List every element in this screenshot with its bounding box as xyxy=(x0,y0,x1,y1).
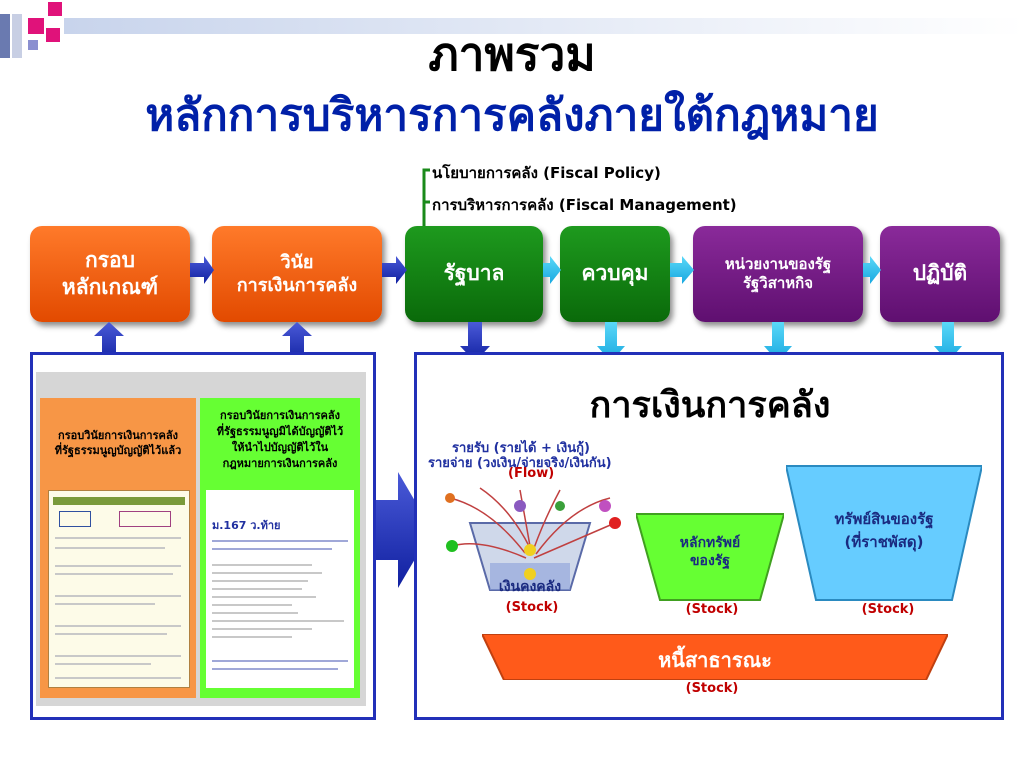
arrow-right-1 xyxy=(190,256,214,284)
fiscal-policy-note: นโยบายการคลัง (Fiscal Policy) xyxy=(432,164,661,182)
expense-label: รายจ่าย (วงเงิน/จ่ายจริง/เงินกัน) xyxy=(428,456,612,471)
page-subtitle: หลักการบริหารการคลังภายใต้กฎหมาย xyxy=(145,90,879,141)
arrow-right-5 xyxy=(863,256,881,284)
law-line3: ให้นำไปบัญญัติไว้ใน xyxy=(231,440,329,454)
government-box: รัฐบาล xyxy=(405,226,543,322)
framework-line2: หลักเกณฑ์ xyxy=(61,275,159,299)
stock-label-cash: (Stock) xyxy=(505,600,559,615)
income-label: รายรับ (รายได้ + เงินกู้) xyxy=(452,441,590,456)
fiscal-heading: การเงินการคลัง xyxy=(589,385,831,426)
arrow-right-4 xyxy=(670,256,694,284)
framework-line1: กรอบ xyxy=(85,247,135,272)
public-debt-label: หนี้สาธารณะ xyxy=(658,648,772,672)
securities-line2: ของรัฐ xyxy=(689,553,731,570)
discipline-line2: การเงินการคลัง xyxy=(236,275,358,296)
flow-label: (Flow) xyxy=(508,466,555,481)
law-line1: กรอบวินัยการเงินการคลัง xyxy=(220,409,340,422)
constitution-box: กรอบวินัยการเงินการคลัง ที่รัฐธรรมนูญบัญ… xyxy=(40,398,196,698)
arrow-up-2 xyxy=(282,322,312,364)
page-title: ภาพรวม xyxy=(428,27,596,81)
control-box: ควบคุม xyxy=(560,226,670,322)
arrow-panel-link xyxy=(368,472,432,588)
property-line2: (ที่ราชพัสดุ) xyxy=(844,532,924,551)
agencies-line1: หน่วยงานของรัฐ xyxy=(724,254,832,273)
stock-label-property: (Stock) xyxy=(861,602,915,617)
section-167-heading: ม.167 ว.ท้าย xyxy=(212,519,281,532)
policy-bracket xyxy=(422,168,430,228)
implement-box: ปฏิบัติ xyxy=(880,226,1000,322)
law-box: กรอบวินัยการเงินการคลัง ที่รัฐธรรมนูญมิไ… xyxy=(200,398,360,698)
cash-balance-label: เงินคงคลัง xyxy=(498,579,562,595)
framework-box: กรอบ หลักเกณฑ์ xyxy=(30,226,190,322)
treasury-flow-diagram xyxy=(445,487,621,591)
control-label: ควบคุม xyxy=(581,261,649,286)
discipline-line1: วินัย xyxy=(280,251,314,273)
fiscal-management-note: การบริหารการคลัง (Fiscal Management) xyxy=(432,196,737,214)
constitution-line2: ที่รัฐธรรมนูญบัญญัติไว้แล้ว xyxy=(54,444,182,458)
securities-shape xyxy=(636,513,784,601)
government-label: รัฐบาล xyxy=(443,261,505,286)
arrow-up-1 xyxy=(94,322,124,364)
discipline-box: วินัย การเงินการคลัง xyxy=(212,226,382,322)
state-agencies-box: หน่วยงานของรัฐ รัฐวิสาหกิจ xyxy=(693,226,863,322)
agencies-line2: รัฐวิสาหกิจ xyxy=(742,274,814,292)
law-line2: ที่รัฐธรรมนูญมิได้บัญญัติไว้ xyxy=(216,424,344,438)
arrow-right-3 xyxy=(543,256,561,284)
law-document: ม.167 ว.ท้าย xyxy=(206,490,354,688)
arrow-right-2 xyxy=(382,256,407,284)
public-debt-shape xyxy=(482,634,948,680)
property-shape xyxy=(786,465,982,601)
stock-label-securities: (Stock) xyxy=(685,602,739,617)
corner-decoration xyxy=(0,0,1024,60)
law-line4: กฎหมายการเงินการคลัง xyxy=(222,456,338,470)
constitution-document xyxy=(48,490,190,688)
property-line1: ทรัพย์สินของรัฐ xyxy=(834,510,934,528)
securities-line1: หลักทรัพย์ xyxy=(679,535,741,551)
implement-label: ปฏิบัติ xyxy=(912,261,968,286)
constitution-line1: กรอบวินัยการเงินการคลัง xyxy=(58,429,178,442)
stock-label-debt: (Stock) xyxy=(685,681,739,696)
